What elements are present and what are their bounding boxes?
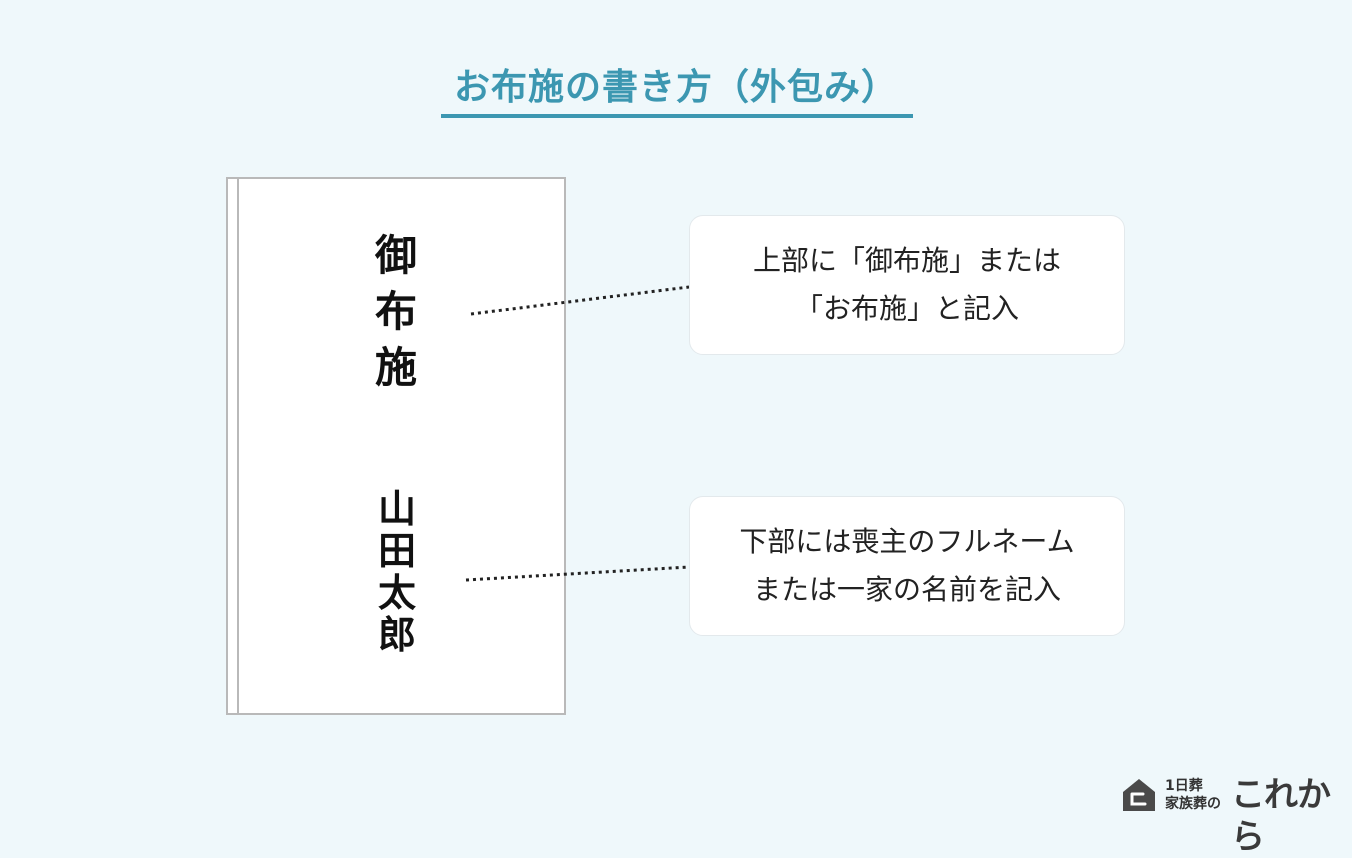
callout-top-line2: 「お布施」と記入 <box>794 292 1019 325</box>
logo-small-line2: 家族葬の <box>1165 796 1221 812</box>
callout-bottom: 下部には喪主のフルネーム または一家の名前を記入 <box>689 496 1125 636</box>
title-underline <box>441 114 913 118</box>
page-title: お布施の書き方（外包み） <box>453 67 898 108</box>
house-icon <box>1123 779 1155 811</box>
logo-small-line1: 1日葬 <box>1165 778 1203 794</box>
callout-bottom-line1: 下部には喪主のフルネーム <box>739 525 1075 558</box>
callout-bottom-line2: または一家の名前を記入 <box>752 573 1061 606</box>
callout-top: 上部に「御布施」または 「お布施」と記入 <box>689 215 1125 355</box>
envelope-bottom-char: 田 <box>377 528 416 573</box>
callout-top-line1: 上部に「御布施」または <box>752 244 1061 277</box>
connector-lines <box>465 285 690 582</box>
envelope-top-char: 布 <box>374 287 417 336</box>
envelope-bottom-char: 太 <box>377 570 416 615</box>
envelope-bottom-text: 山 田 太 郎 <box>367 488 427 656</box>
envelope-top-char: 御 <box>374 231 417 280</box>
envelope-bottom-char: 山 <box>377 486 416 531</box>
envelope-top-text: 御 布 施 <box>366 228 426 396</box>
brand-logo: 1日葬 家族葬の これから <box>1121 774 1333 857</box>
logo-wordmark: これから <box>1231 775 1331 857</box>
envelope-bottom-char: 郎 <box>377 612 416 657</box>
envelope <box>237 177 566 715</box>
envelope-top-char: 施 <box>374 343 417 392</box>
